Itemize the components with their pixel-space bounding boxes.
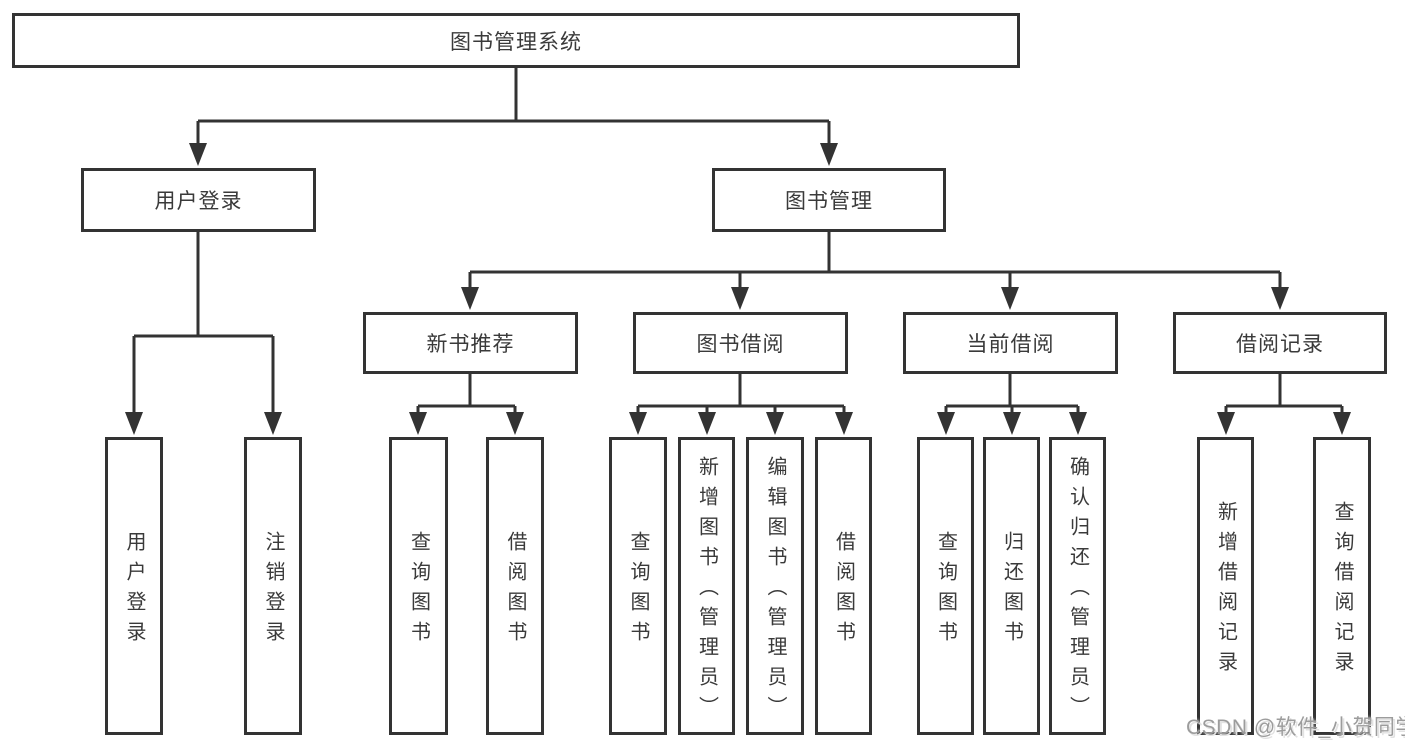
leaf-add-books-admin-label: 新增图书（管理员） [695,456,718,726]
connector-book-management-to-level3 [461,232,1289,310]
connector-root-to-level2 [189,68,838,166]
node-borrow-records-label: 借阅记录 [1236,333,1324,356]
csdn-watermark: CSDN @软件_小贺同学 [1186,716,1405,739]
leaf-borrow-books-recommend: 借阅图书 [486,437,544,735]
node-current-borrow: 当前借阅 [903,312,1118,374]
leaf-query-borrow-record: 查询借阅记录 [1313,437,1371,735]
leaf-logout-label: 注销登录 [262,531,284,651]
leaf-query-books-current: 查询图书 [917,437,974,735]
node-user-login: 用户登录 [81,168,316,232]
node-new-book-recommend: 新书推荐 [363,312,578,374]
leaf-add-borrow-record: 新增借阅记录 [1197,437,1254,735]
connector-current-borrow-to-leaves [937,374,1087,435]
node-user-login-label: 用户登录 [154,190,243,213]
leaf-query-books-recommend: 查询图书 [389,437,448,735]
leaf-query-books-current-label: 查询图书 [934,531,957,651]
leaf-edit-books-admin-label: 编辑图书（管理员） [764,456,786,726]
leaf-borrow-books: 借阅图书 [815,437,872,735]
leaf-user-login-label: 用户登录 [123,531,145,651]
leaf-confirm-return-admin: 确认归还（管理员） [1049,437,1106,735]
leaf-add-borrow-record-label: 新增借阅记录 [1214,501,1237,681]
connector-book-borrow-to-leaves [629,374,853,435]
leaf-query-books-recommend-label: 查询图书 [407,531,430,651]
leaf-borrow-books-recommend-label: 借阅图书 [504,531,526,651]
connector-borrow-records-to-leaves [1217,374,1351,435]
node-book-borrow-label: 图书借阅 [696,333,785,356]
leaf-query-books-borrow: 查询图书 [609,437,667,735]
leaf-return-books-label: 归还图书 [1000,531,1023,651]
node-library-system: 图书管理系统 [12,13,1020,68]
node-book-management: 图书管理 [712,168,946,232]
node-current-borrow-label: 当前借阅 [966,333,1055,356]
leaf-edit-books-admin: 编辑图书（管理员） [746,437,804,735]
leaf-logout: 注销登录 [244,437,302,735]
leaf-query-books-borrow-label: 查询图书 [627,531,649,651]
node-new-book-recommend-label: 新书推荐 [426,333,515,356]
node-book-management-label: 图书管理 [785,190,873,213]
leaf-borrow-books-label: 借阅图书 [832,531,855,651]
leaf-return-books: 归还图书 [983,437,1040,735]
leaf-query-borrow-record-label: 查询借阅记录 [1331,501,1353,681]
node-library-system-label: 图书管理系统 [450,30,582,54]
node-borrow-records: 借阅记录 [1173,312,1387,374]
node-book-borrow: 图书借阅 [633,312,848,374]
connector-user-login-to-leaves [125,232,282,435]
leaf-add-books-admin: 新增图书（管理员） [678,437,735,735]
leaf-confirm-return-admin-label: 确认归还（管理员） [1066,456,1089,726]
connector-new-book-recommend-to-leaves [409,374,524,435]
leaf-user-login: 用户登录 [105,437,163,735]
